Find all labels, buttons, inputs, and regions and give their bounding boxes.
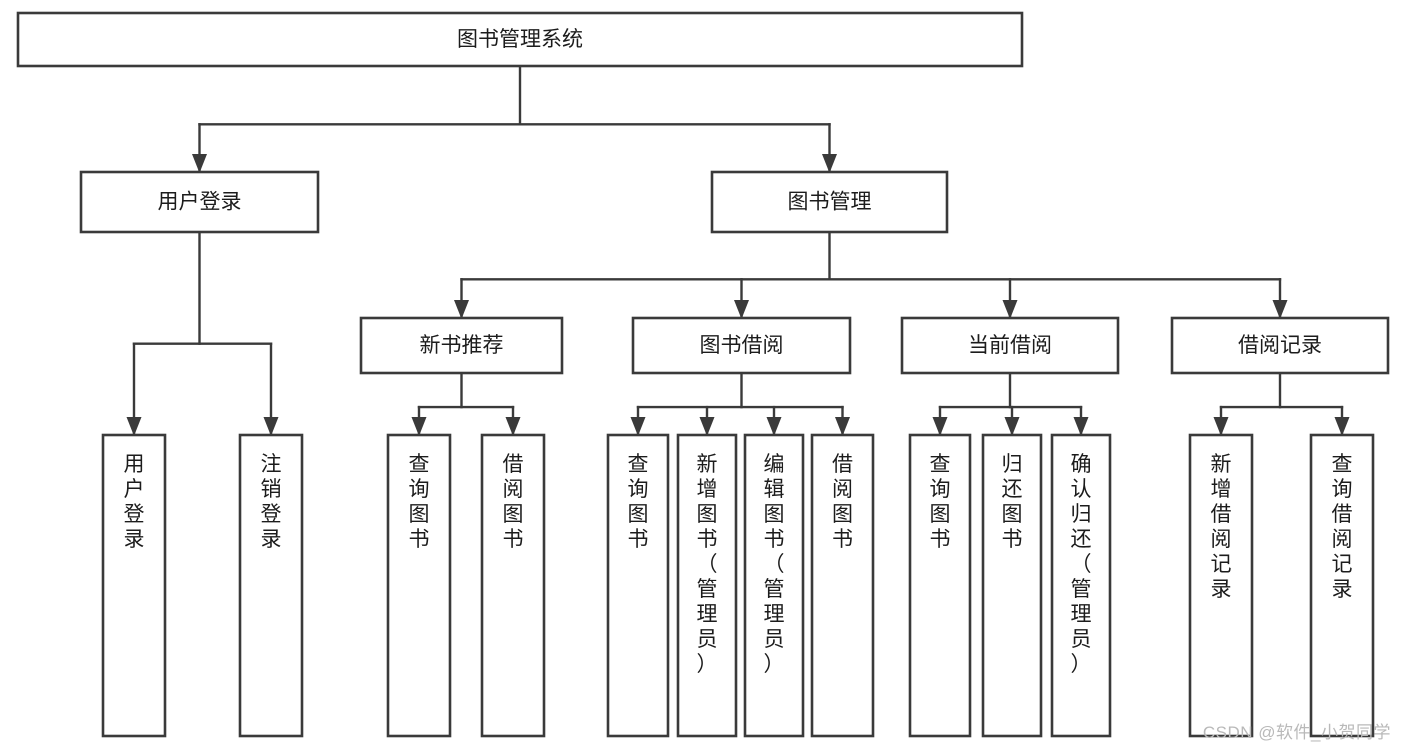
node-box[interactable] xyxy=(908,433,972,738)
node-leaf-return-book[interactable]: 归还图书 xyxy=(981,433,1043,738)
node-leaf-edit-book[interactable]: 编辑图书（管理员） xyxy=(743,433,805,738)
arrow-head-icon xyxy=(1334,417,1350,436)
node-new-book-rec[interactable]: 新书推荐 xyxy=(359,316,564,375)
node-label: 用户登录 xyxy=(124,453,145,551)
node-box[interactable] xyxy=(810,433,875,738)
arrow-head-icon xyxy=(822,154,837,173)
node-leaf-add-book[interactable]: 新增图书（管理员） xyxy=(676,433,738,738)
node-borrow-record[interactable]: 借阅记录 xyxy=(1170,316,1390,375)
node-layer: 图书管理系统用户登录图书管理新书推荐图书借阅当前借阅借阅记录用户登录注销登录查询… xyxy=(16,11,1390,738)
node-box[interactable] xyxy=(606,433,670,738)
node-leaf-confirm-return[interactable]: 确认归还（管理员） xyxy=(1050,433,1112,738)
arrow-head-icon xyxy=(411,417,427,436)
node-leaf-logout[interactable]: 注销登录 xyxy=(238,433,304,738)
node-box[interactable] xyxy=(386,433,452,738)
node-leaf-query-record[interactable]: 查询借阅记录 xyxy=(1309,433,1375,738)
arrow-head-icon xyxy=(505,417,521,436)
node-label: 图书管理 xyxy=(788,191,872,214)
node-label: 查询图书 xyxy=(628,453,649,551)
node-user-login[interactable]: 用户登录 xyxy=(79,170,320,234)
arrow-head-icon xyxy=(835,417,850,436)
node-label: 当前借阅 xyxy=(968,334,1052,357)
node-label: 图书借阅 xyxy=(700,334,784,357)
node-box[interactable] xyxy=(1188,433,1254,738)
arrow-head-icon xyxy=(1004,417,1020,436)
arrow-head-icon xyxy=(734,300,749,319)
arrow-head-icon xyxy=(263,417,279,436)
arrow-head-icon xyxy=(1213,417,1229,436)
node-book-manage[interactable]: 图书管理 xyxy=(710,170,949,234)
node-root[interactable]: 图书管理系统 xyxy=(16,11,1024,68)
arrow-head-icon xyxy=(1272,300,1288,319)
node-leaf-add-record[interactable]: 新增借阅记录 xyxy=(1188,433,1254,738)
node-leaf-user-login[interactable]: 用户登录 xyxy=(101,433,167,738)
node-label: 借阅图书 xyxy=(832,453,853,551)
node-label: 查询借阅记录 xyxy=(1332,453,1353,601)
node-box[interactable] xyxy=(900,316,1120,375)
arrow-head-icon xyxy=(766,417,782,436)
node-label: 查询图书 xyxy=(930,453,951,551)
node-label: 确认归还（管理员） xyxy=(1071,453,1092,676)
node-box[interactable] xyxy=(1050,433,1112,738)
node-label: 图书管理系统 xyxy=(457,28,583,51)
node-box[interactable] xyxy=(710,170,949,234)
node-label: 新书推荐 xyxy=(420,334,504,357)
arrow-head-icon xyxy=(1002,300,1018,319)
arrow-head-icon xyxy=(192,154,207,173)
node-leaf-query-book-current[interactable]: 查询图书 xyxy=(908,433,972,738)
node-label: 用户登录 xyxy=(158,191,242,214)
node-label: 注销登录 xyxy=(261,453,282,551)
node-box[interactable] xyxy=(981,433,1043,738)
node-label: 编辑图书（管理员） xyxy=(764,453,785,676)
node-label: 新增借阅记录 xyxy=(1211,453,1232,601)
node-box[interactable] xyxy=(1309,433,1375,738)
node-leaf-query-book-borrow[interactable]: 查询图书 xyxy=(606,433,670,738)
node-label: 新增图书（管理员） xyxy=(697,453,718,676)
node-box[interactable] xyxy=(1170,316,1390,375)
node-box[interactable] xyxy=(480,433,546,738)
node-current-borrow[interactable]: 当前借阅 xyxy=(900,316,1120,375)
arrow-head-icon xyxy=(1073,417,1089,436)
node-box[interactable] xyxy=(101,433,167,738)
node-box[interactable] xyxy=(16,11,1024,68)
arrow-head-icon xyxy=(699,417,715,436)
node-leaf-borrow-book-rec[interactable]: 借阅图书 xyxy=(480,433,546,738)
arrow-head-icon xyxy=(630,417,646,436)
node-label: 借阅图书 xyxy=(503,453,524,551)
node-book-borrow[interactable]: 图书借阅 xyxy=(631,316,852,375)
arrow-head-icon xyxy=(454,300,469,319)
arrow-head-icon xyxy=(126,417,142,436)
node-box[interactable] xyxy=(359,316,564,375)
node-box[interactable] xyxy=(79,170,320,234)
node-label: 归还图书 xyxy=(1002,453,1023,551)
connector-layer xyxy=(126,64,1350,438)
node-label: 借阅记录 xyxy=(1238,334,1322,357)
node-box[interactable] xyxy=(631,316,852,375)
node-box[interactable] xyxy=(676,433,738,738)
node-label: 查询图书 xyxy=(409,453,430,551)
arrow-head-icon xyxy=(932,417,948,436)
node-box[interactable] xyxy=(238,433,304,738)
node-leaf-borrow-book[interactable]: 借阅图书 xyxy=(810,433,875,738)
node-box[interactable] xyxy=(743,433,805,738)
node-leaf-query-book-rec[interactable]: 查询图书 xyxy=(386,433,452,738)
